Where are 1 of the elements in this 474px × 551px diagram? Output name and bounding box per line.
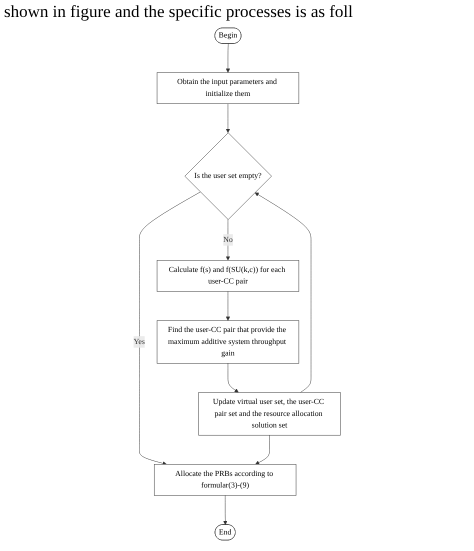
body-text: shown in figure and the specific processes is as foll — [3, 1, 354, 23]
